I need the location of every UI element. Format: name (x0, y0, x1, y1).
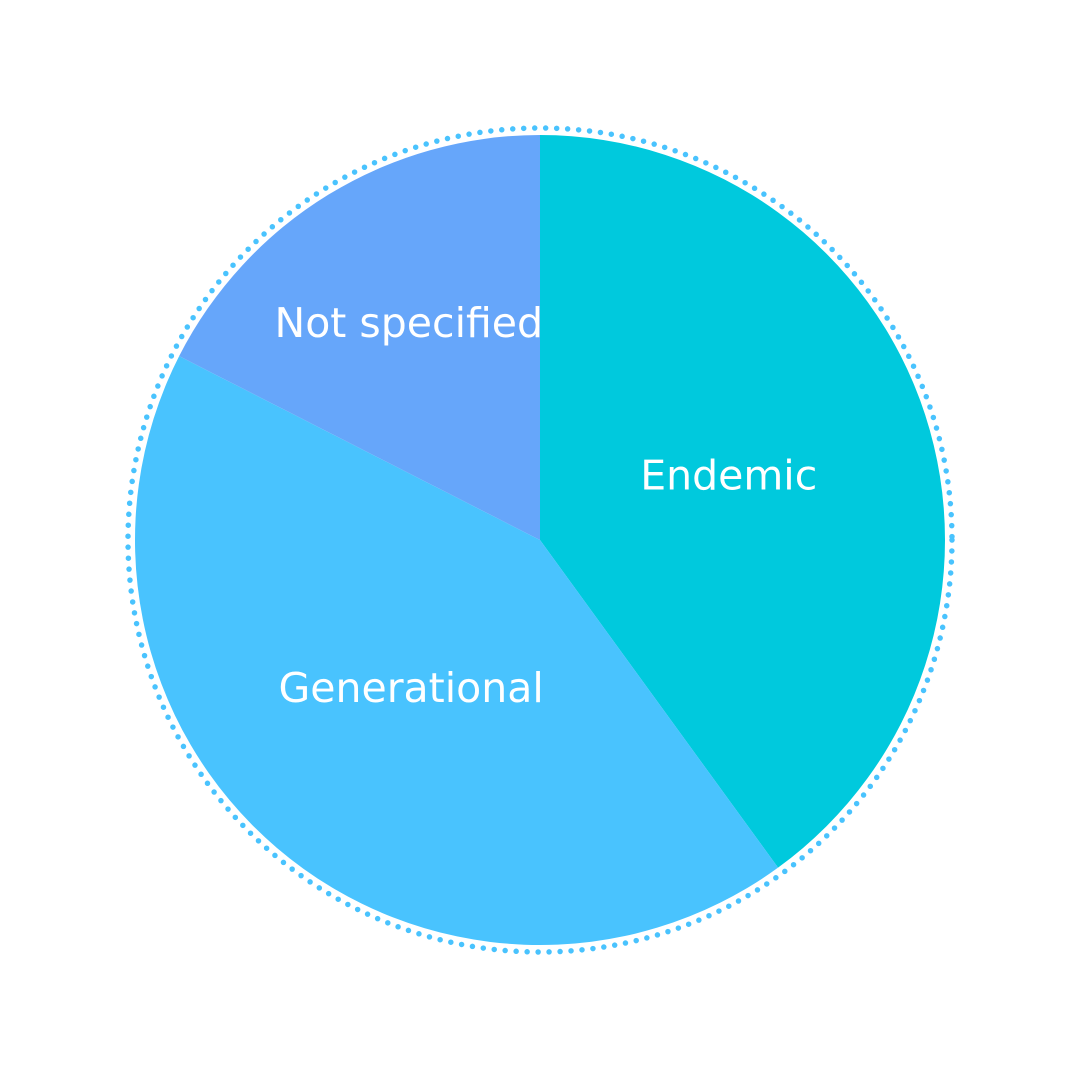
slice-label-not-specified: Not specified (275, 299, 543, 347)
pie-slice-endemic (540, 135, 946, 868)
slice-label-endemic: Endemic (640, 452, 817, 500)
pie-border (125, 125, 955, 955)
pie-slices (134, 134, 946, 946)
pie-slice-not-specified (179, 134, 540, 540)
slice-label-generational: Generational (278, 664, 543, 712)
pie-slice-generational (134, 356, 779, 946)
